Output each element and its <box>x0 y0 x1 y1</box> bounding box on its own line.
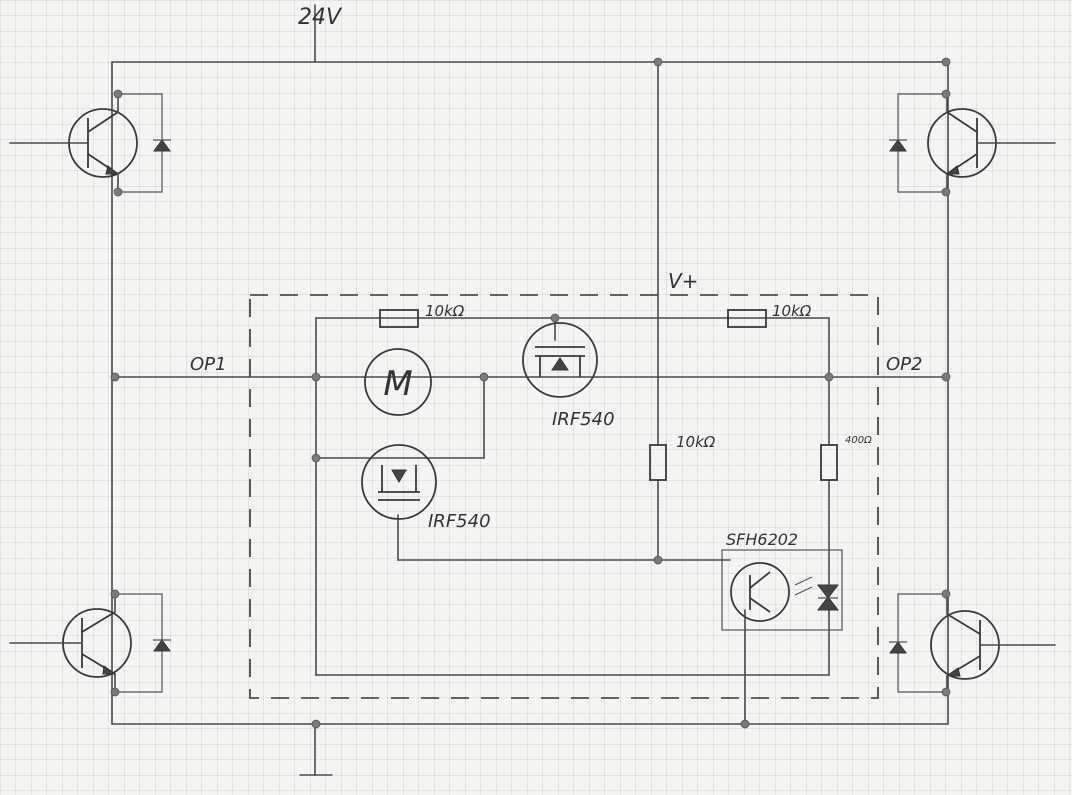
mosfet-top-label: IRF540 <box>552 409 615 430</box>
optocoupler <box>721 549 843 631</box>
resistor-top-left-label: 10kΩ <box>425 302 465 320</box>
mosfet-top <box>522 322 598 398</box>
transistor-bottom-right <box>889 593 1056 693</box>
diode-icon <box>889 641 907 654</box>
mosfet-bottom-label: IRF540 <box>428 511 491 532</box>
op2-label: OP2 <box>886 354 922 375</box>
diode-icon <box>153 139 171 152</box>
op1-label: OP1 <box>190 354 226 375</box>
supply-label: 24V <box>298 5 343 30</box>
resistor-mid-label: 10kΩ <box>676 433 716 451</box>
transistor-top-left <box>9 93 171 193</box>
motor <box>364 348 432 416</box>
motor-label: M <box>383 364 412 404</box>
resistor-right <box>820 444 838 481</box>
junction-nodes <box>110 57 951 729</box>
mosfet-bottom <box>361 444 437 520</box>
resistor-right-label: 400Ω <box>845 435 872 446</box>
resistor-mid <box>649 444 667 481</box>
optocoupler-label: SFH6202 <box>726 530 798 549</box>
resistor-top-left <box>379 309 419 328</box>
subcircuit-boundary <box>249 294 879 699</box>
diode-icon <box>153 639 171 652</box>
diode-icon <box>889 139 907 152</box>
transistor-top-right <box>889 93 1056 193</box>
resistor-top-right <box>727 309 767 328</box>
resistor-top-right-label: 10kΩ <box>772 302 812 320</box>
led-icon <box>816 584 840 599</box>
vplus-label: V+ <box>668 269 698 293</box>
inner-wiring <box>111 61 949 725</box>
